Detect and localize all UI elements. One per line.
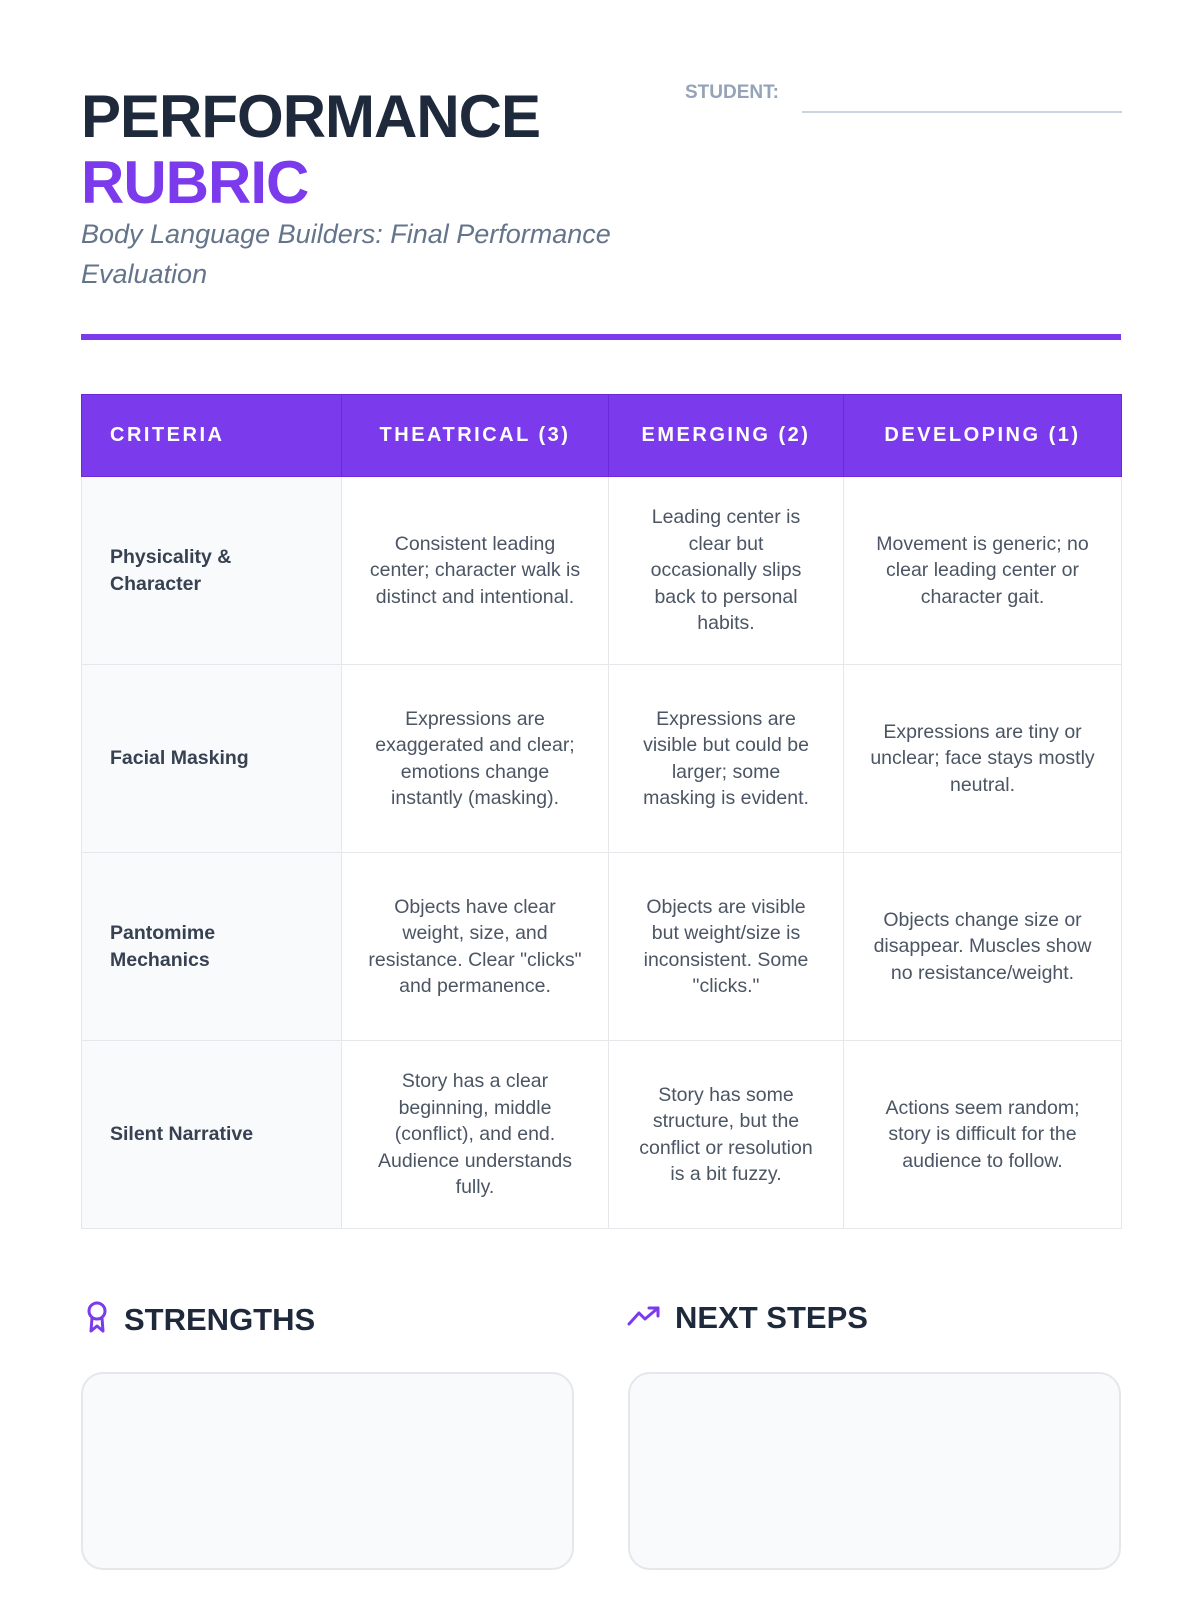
page-title-line1: PERFORMANCE [81,83,541,150]
next-steps-input-box[interactable] [628,1372,1121,1570]
developing-cell: Expressions are tiny or unclear; face st… [843,664,1122,853]
developing-cell: Movement is generic; no clear leading ce… [843,476,1122,665]
emerging-cell: Story has some structure, but the confli… [608,1040,844,1229]
student-field: STUDENT: [685,80,1122,113]
table-row: Physicality & Character Consistent leadi… [81,476,1122,665]
table-row: Pantomime Mechanics Objects have clear w… [81,852,1122,1041]
developing-cell: Objects change size or disappear. Muscle… [843,852,1122,1041]
criteria-cell: Silent Narrative [81,1040,342,1229]
theatrical-cell: Objects have clear weight, size, and res… [341,852,609,1041]
trending-up-icon [627,1304,661,1333]
rubric-table: CRITERIA THEATRICAL (3) EMERGING (2) DEV… [81,394,1122,1229]
criteria-cell: Facial Masking [81,664,342,853]
emerging-cell: Leading center is clear but occasionally… [608,476,844,665]
developing-cell: Actions seem random; story is difficult … [843,1040,1122,1229]
header-emerging: EMERGING (2) [608,394,844,477]
page-title-line2: RUBRIC [81,149,309,216]
theatrical-cell: Story has a clear beginning, middle (con… [341,1040,609,1229]
header-theatrical: THEATRICAL (3) [341,394,609,477]
strengths-input-box[interactable] [81,1372,574,1570]
header-criteria: CRITERIA [81,394,342,477]
header-developing: DEVELOPING (1) [843,394,1122,477]
theatrical-cell: Expressions are exaggerated and clear; e… [341,664,609,853]
award-icon [84,1300,110,1339]
table-row: Silent Narrative Story has a clear begin… [81,1040,1122,1229]
criteria-cell: Physicality & Character [81,476,342,665]
header-divider [81,334,1121,340]
table-row: Facial Masking Expressions are exaggerat… [81,664,1122,853]
criteria-cell: Pantomime Mechanics [81,852,342,1041]
emerging-cell: Objects are visible but weight/size is i… [608,852,844,1041]
next-steps-heading: NEXT STEPS [627,1300,868,1336]
page-header: PERFORMANCE RUBRIC Body Language Builder… [81,80,1122,340]
page-subtitle: Body Language Builders: Final Performanc… [81,219,611,289]
table-header-row: CRITERIA THEATRICAL (3) EMERGING (2) DEV… [81,394,1122,477]
student-name-line[interactable] [802,111,1122,113]
strengths-title: STRENGTHS [124,1301,316,1337]
theatrical-cell: Consistent leading center; character wal… [341,476,609,665]
student-label: STUDENT: [685,82,779,103]
emerging-cell: Expressions are visible but could be lar… [608,664,844,853]
strengths-heading: STRENGTHS [84,1300,315,1339]
next-steps-title: NEXT STEPS [675,1300,868,1335]
